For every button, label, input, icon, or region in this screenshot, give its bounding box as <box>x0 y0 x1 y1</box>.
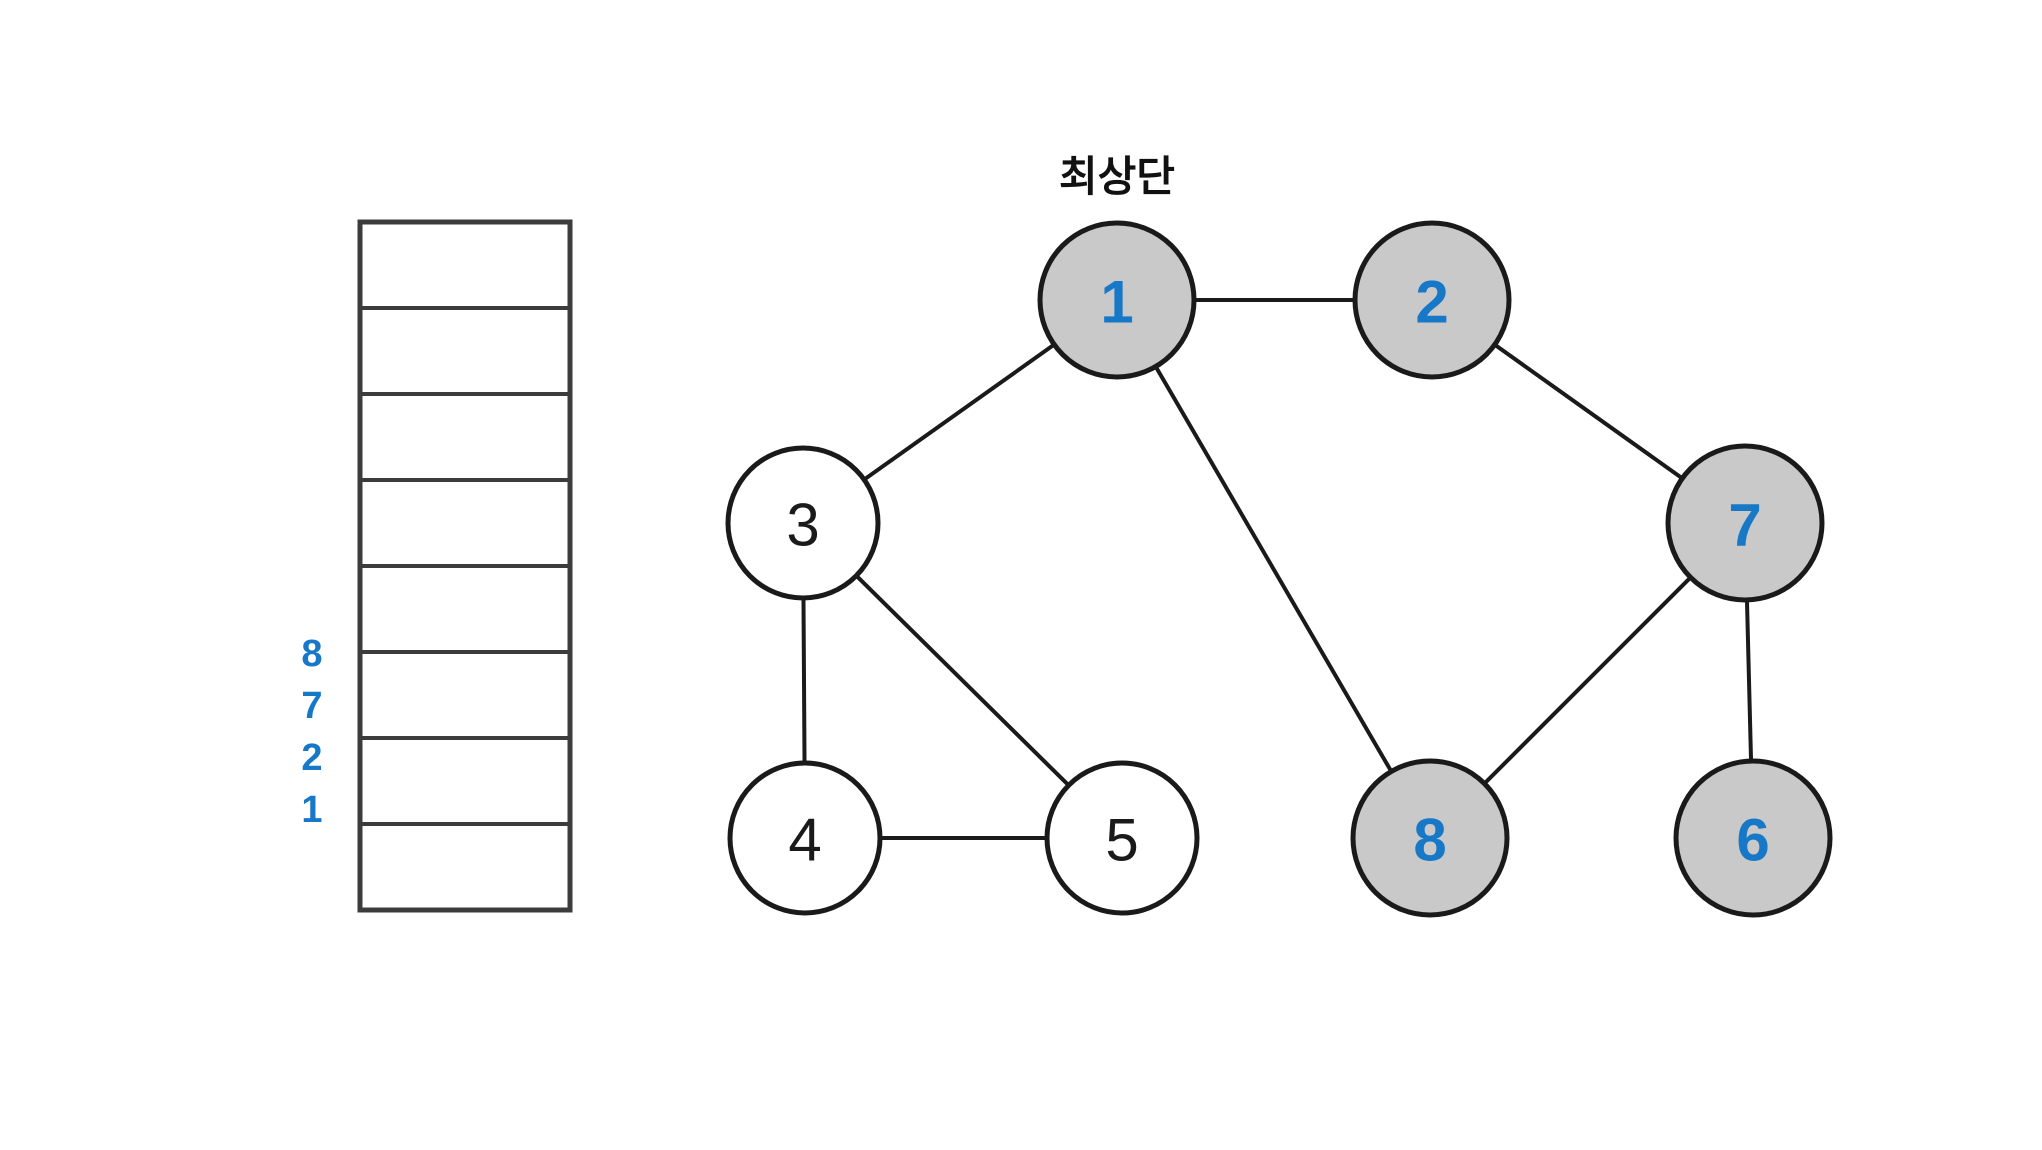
graph-edges <box>801 298 1754 840</box>
graph-edge-3-4 <box>801 595 807 766</box>
graph-node-label-1: 1 <box>1100 269 1133 336</box>
graph-edge-7-8 <box>1481 574 1694 787</box>
graph-node-3[interactable] <box>725 445 881 601</box>
graph-node-8[interactable] <box>1350 758 1510 918</box>
graph-node-1[interactable] <box>1037 220 1197 380</box>
graph-node-label-6: 6 <box>1736 807 1769 874</box>
stack-side-label: 7 <box>301 685 322 727</box>
stack-cell[interactable] <box>358 220 572 310</box>
graph-edge-1-8 <box>1152 363 1395 775</box>
graph-node-label-5: 5 <box>1105 807 1138 874</box>
graph-edge-7-6 <box>1744 597 1754 764</box>
graph-node-4[interactable] <box>727 760 883 916</box>
stack-cell[interactable] <box>358 736 572 826</box>
stack-side-label: 8 <box>301 633 322 675</box>
graph-nodes: 1 2 3 4 5 6 7 8 <box>725 220 1833 918</box>
graph-edge-3-5 <box>853 572 1072 789</box>
stack-cell[interactable] <box>358 650 572 740</box>
graph-node-label-4: 4 <box>788 807 821 874</box>
graph-node-label-8: 8 <box>1413 807 1446 874</box>
graph-node-2[interactable] <box>1352 220 1512 380</box>
graph-node-7[interactable] <box>1665 443 1825 603</box>
graph-node-label-7: 7 <box>1728 492 1761 559</box>
graph-captions: 최상단 <box>1059 153 1175 200</box>
graph-node-6[interactable] <box>1673 758 1833 918</box>
stack-cell[interactable] <box>358 564 572 654</box>
stack-side-labels: 8 7 2 1 <box>301 633 322 831</box>
graph-node-label-2: 2 <box>1415 269 1448 336</box>
graph-edge-1-3 <box>861 341 1058 483</box>
graph-node-5[interactable] <box>1044 760 1200 916</box>
graph-node-label-3: 3 <box>786 492 819 559</box>
stack-side-label: 1 <box>301 789 322 831</box>
stack-cell[interactable] <box>358 478 572 568</box>
stack-cell[interactable] <box>358 822 572 912</box>
stack-cell[interactable] <box>358 392 572 482</box>
graph-node-caption-1: 최상단 <box>1059 153 1175 200</box>
graph-edge-2-7 <box>1491 341 1686 482</box>
stack-outer-border <box>357 219 573 913</box>
stack-visual <box>357 219 573 913</box>
stack-cell[interactable] <box>358 306 572 396</box>
stack-side-label: 2 <box>301 737 322 779</box>
